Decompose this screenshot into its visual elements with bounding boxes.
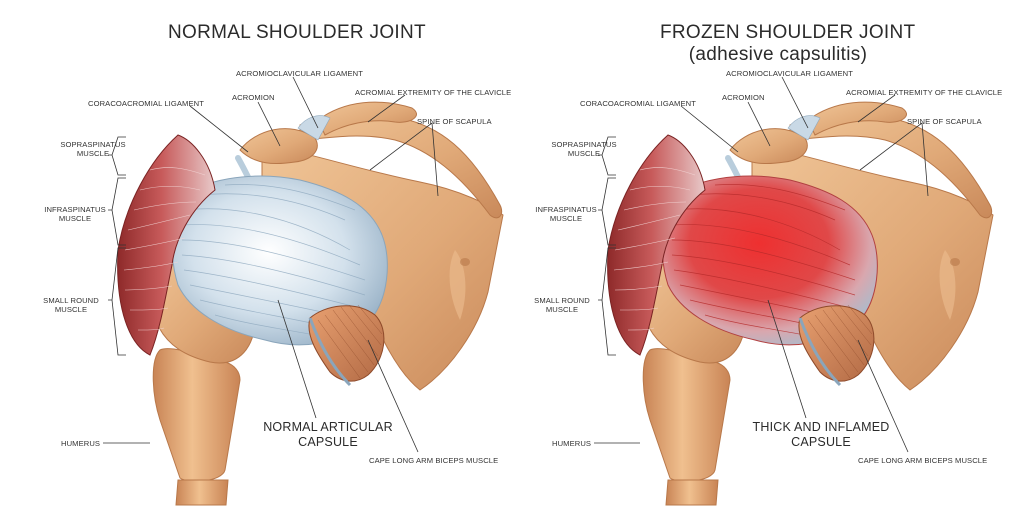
label-acromion-right: ACROMION [722, 93, 765, 102]
title-frozen-subtitle: (adhesive capsulitis) [688, 44, 868, 65]
label-humerus-left: HUMERUS [61, 439, 101, 448]
normal-shoulder-illustration [117, 101, 504, 506]
label-coracoacromial-ligament-left: CORACOACROMIAL LIGAMENT [88, 99, 204, 108]
title-frozen: FROZEN SHOULDER JOINT [660, 22, 916, 43]
label-spine-of-scapula-left: SPINE OF SCAPULA [417, 117, 492, 126]
label-acromion-left: ACROMION [232, 93, 275, 102]
label-acromial-extremity-right: ACROMIAL EXTREMITY OF THE CLAVICLE [846, 88, 1003, 97]
label-humerus-right: HUMERUS [552, 439, 592, 448]
label-infraspinatus-right: INFRASPINATUS MUSCLE [535, 205, 597, 223]
label-biceps-right: CAPE LONG ARM BICEPS MUSCLE [858, 456, 988, 465]
label-acromioclavicular-ligament-right: ACROMIOCLAVICULAR LIGAMENT [726, 69, 853, 78]
label-sopraspinatus-right: SOPRASPINATUS MUSCLE [551, 140, 617, 158]
label-spine-of-scapula-right: SPINE OF SCAPULA [907, 117, 982, 126]
frozen-shoulder-illustration [607, 101, 994, 506]
label-biceps-left: CAPE LONG ARM BICEPS MUSCLE [369, 456, 499, 465]
leader-lines [103, 76, 929, 453]
title-normal: NORMAL SHOULDER JOINT [168, 22, 426, 43]
label-infraspinatus-left: INFRASPINATUS MUSCLE [44, 205, 106, 223]
label-inflamed-capsule: THICK AND INFLAMED CAPSULE [752, 420, 890, 449]
label-acromial-extremity-left: ACROMIAL EXTREMITY OF THE CLAVICLE [355, 88, 512, 97]
label-coracoacromial-ligament-right: CORACOACROMIAL LIGAMENT [580, 99, 696, 108]
label-acromioclavicular-ligament-left: ACROMIOCLAVICULAR LIGAMENT [236, 69, 363, 78]
label-normal-capsule: NORMAL ARTICULAR CAPSULE [263, 420, 393, 449]
label-small-round-right: SMALL ROUND MUSCLE [534, 296, 590, 314]
label-small-round-left: SMALL ROUND MUSCLE [43, 296, 99, 314]
label-sopraspinatus-left: SOPRASPINATUS MUSCLE [60, 140, 126, 158]
